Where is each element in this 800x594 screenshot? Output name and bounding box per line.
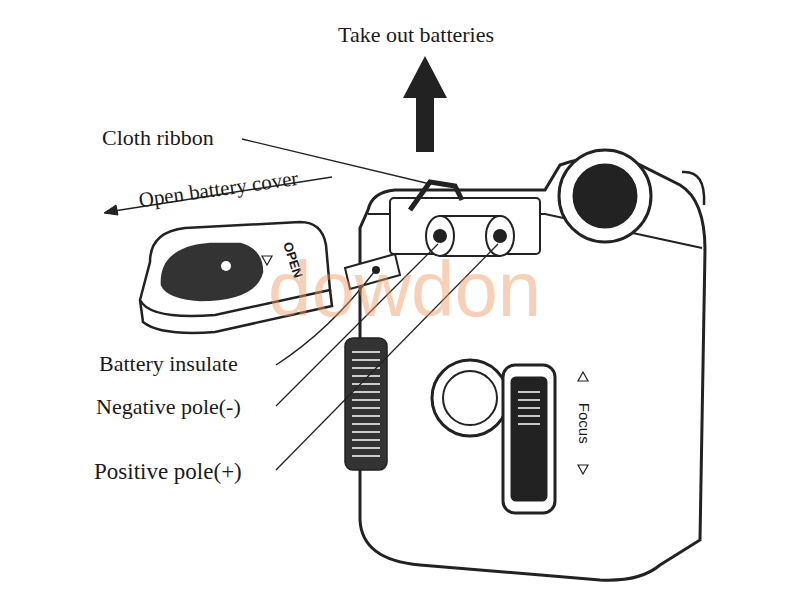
battery-cover (221, 261, 231, 271)
microscope-body (360, 158, 705, 581)
battery-compartment (410, 182, 462, 210)
battery-compartment (390, 182, 540, 256)
open-cover-arrow (104, 205, 118, 215)
focus-slider (578, 372, 588, 381)
instruction-label: Open battery cover (137, 167, 300, 212)
battery-compartment (434, 230, 446, 242)
battery-cover (162, 244, 262, 300)
control-label: Focus (575, 403, 592, 444)
focus-slider (512, 378, 546, 500)
focus-slider (503, 365, 555, 513)
objective-lens (432, 360, 508, 436)
part-label: Negative pole(-) (96, 395, 241, 419)
take-out-arrow (403, 56, 447, 152)
eyepiece (574, 165, 636, 227)
take-out-arrow (403, 56, 447, 152)
eyepiece (559, 150, 651, 242)
microscope-body (682, 172, 704, 205)
watermark: dowdon (268, 247, 541, 333)
instruction-label: Take out batteries (338, 23, 494, 47)
part-label: Cloth ribbon (102, 126, 214, 150)
eyepiece (559, 150, 651, 242)
focus-slider (518, 392, 540, 424)
part-label: Battery insulate (99, 352, 238, 376)
focus-slider (578, 465, 588, 474)
objective-lens (443, 371, 497, 425)
focus-slider (503, 365, 588, 513)
microscope-body (360, 158, 705, 581)
side-grip (345, 338, 387, 470)
part-label: Positive pole(+) (94, 459, 242, 484)
side-grip (345, 338, 387, 470)
battery-compartment (494, 230, 506, 242)
objective-lens (432, 360, 508, 436)
